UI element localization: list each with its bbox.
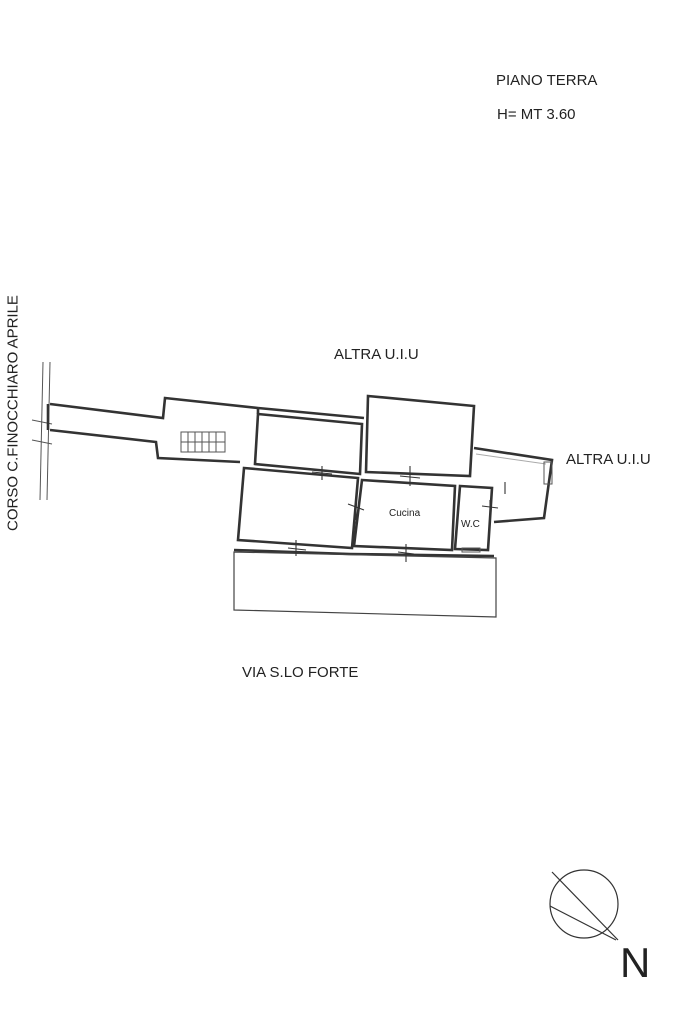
entrance-corridor — [46, 396, 259, 464]
neighbor-north-label: ALTRA U.I.U — [334, 346, 419, 363]
door-ticks — [287, 466, 506, 562]
room-northeast — [364, 394, 476, 478]
room-kitchen — [352, 478, 457, 552]
outer-south-wall — [233, 548, 495, 558]
stairs — [180, 431, 226, 453]
room-upper-middle — [253, 406, 365, 476]
east-annex — [473, 446, 554, 524]
lower-yard — [233, 551, 497, 618]
compass-icon — [549, 869, 619, 941]
neighbor-east-label: ALTRA U.I.U — [566, 451, 651, 468]
room-west — [236, 466, 360, 550]
floor-title: PIANO TERRA — [496, 72, 598, 89]
ceiling-height-label: H= MT 3.60 — [497, 106, 576, 123]
street-edge-lines — [31, 361, 53, 501]
wc-label: W.C — [461, 519, 480, 530]
street-south-label: VIA S.LO FORTE — [242, 664, 359, 681]
north-label: N — [620, 939, 651, 986]
room-wc — [453, 484, 494, 553]
kitchen-label: Cucina — [389, 508, 421, 519]
